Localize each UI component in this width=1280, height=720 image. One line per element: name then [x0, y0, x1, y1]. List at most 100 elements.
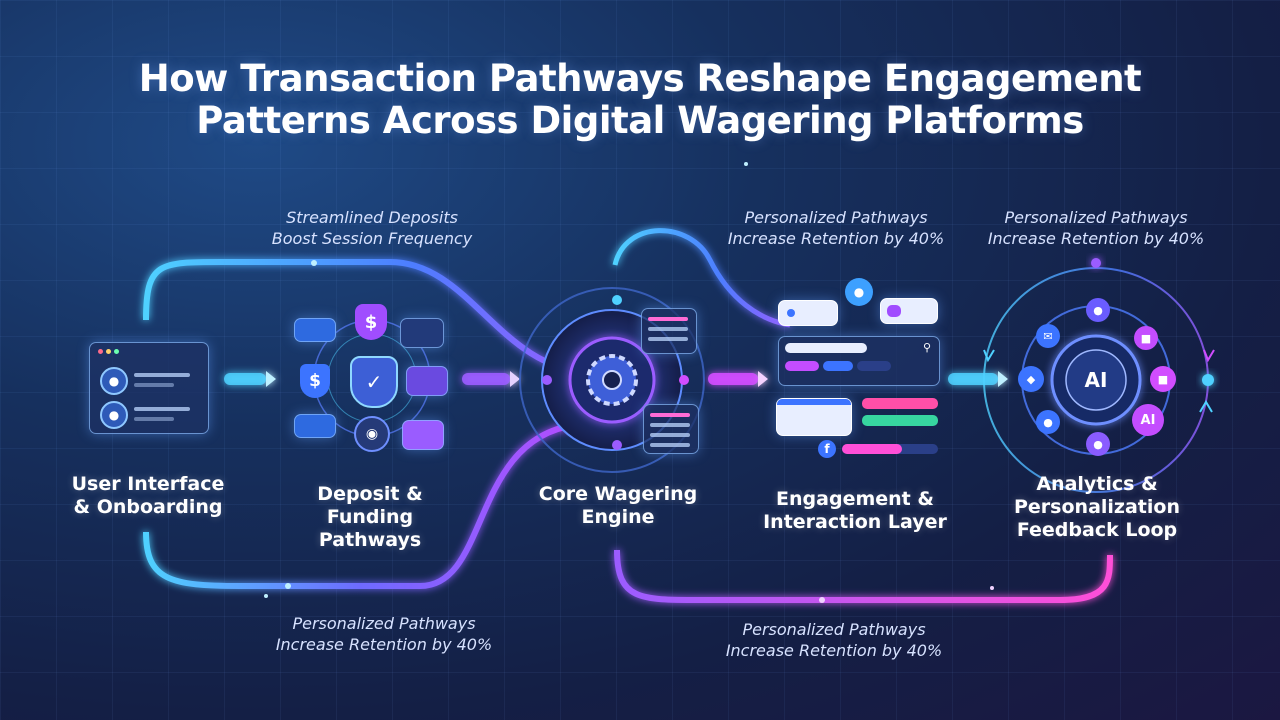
panel-line [650, 423, 690, 427]
wallet-icon [406, 366, 448, 396]
annotation-line: Increase Retention by 40% [987, 229, 1205, 248]
window-dot-yellow [106, 349, 111, 354]
engine-node-top [612, 295, 622, 305]
annotation-line: Increase Retention by 40% [725, 641, 943, 660]
engagement-dashboard: ⚲ [778, 336, 940, 386]
stage-label-line: Funding [326, 506, 414, 528]
flow-dot [990, 586, 994, 590]
stage-label-line: & Onboarding [73, 496, 223, 518]
analytics-top-node [1091, 258, 1101, 268]
flow-dot [264, 594, 268, 598]
engine-node-right [679, 375, 689, 385]
wallet-icon [402, 420, 444, 450]
stage-label-line: Engagement & [776, 488, 934, 510]
reaction-icon [887, 305, 901, 317]
panel-line [648, 317, 688, 321]
page-title-line-1: How Transaction Pathways Reshape Engagem… [138, 57, 1142, 100]
arrow-ui-to-deposit [224, 371, 276, 387]
page-title-line-2: Patterns Across Digital Wagering Platfor… [196, 99, 1084, 142]
annotation-retention-top-middle: Personalized Pathways Increase Retention… [706, 207, 966, 249]
analytics-icon-bot: ■ [1150, 366, 1176, 392]
annotation-line: Personalized Pathways [742, 620, 926, 639]
panel-line [648, 337, 688, 341]
keypad-icon [400, 318, 444, 348]
dollar-badge-icon: $ [300, 364, 330, 398]
flow-bottom-engine-to-analytics [614, 549, 1113, 603]
notification-card [776, 398, 852, 436]
engagement-progress-fill [842, 444, 902, 454]
annotation-retention-top-right: Personalized Pathways Increase Retention… [966, 207, 1226, 249]
panel-line [650, 413, 690, 417]
stage-label-deposit-funding: Deposit & Funding Pathways [282, 483, 458, 552]
profile-line [134, 407, 190, 411]
annotation-retention-bottom-left: Personalized Pathways Increase Retention… [254, 613, 514, 655]
tab-chip [823, 361, 853, 371]
annotation-line: Increase Retention by 40% [727, 229, 945, 248]
stage-label-ui-onboarding: User Interface & Onboarding [60, 473, 236, 519]
engagement-progress-bar [842, 444, 938, 454]
arrow-engine-to-engagement [708, 371, 768, 387]
annotation-retention-bottom-right: Personalized Pathways Increase Retention… [702, 619, 966, 661]
annotation-line: Boost Session Frequency [271, 229, 473, 248]
reaction-bubble [880, 298, 938, 324]
annotation-line: Personalized Pathways [292, 614, 476, 633]
analytics-arrow-right [1203, 349, 1215, 363]
profile-line [134, 373, 190, 377]
flow-dot [311, 260, 317, 266]
analytics-icon-person: ● [1036, 410, 1060, 434]
card-icon [294, 414, 336, 438]
flow-engine-up-loop [612, 228, 791, 328]
ai-core-label: AI [1084, 368, 1108, 392]
profile-line [134, 417, 174, 421]
annotation-line: Streamlined Deposits [286, 208, 458, 227]
user-avatar-icon: ● [100, 401, 128, 429]
stage-label-line: Personalization [1014, 496, 1180, 518]
arrow-deposit-to-engine [462, 371, 520, 387]
analytics-arrow-bottom [1199, 400, 1213, 413]
analytics-icon-user: ● [1086, 298, 1110, 322]
engagement-tag-pink [862, 398, 938, 409]
stage-label-line: Feedback Loop [1016, 519, 1178, 541]
analytics-icon-profile: ■ [1134, 326, 1158, 350]
stage-label-line: User Interface [71, 473, 225, 495]
gear-hub [602, 370, 622, 390]
stage-label-line: Deposit & [317, 483, 423, 505]
engine-outer-ring [519, 287, 705, 473]
stage-label-line: Core Wagering [538, 483, 698, 505]
panel-line [648, 327, 688, 331]
chat-bubble [778, 300, 838, 326]
social-icon: f [818, 440, 836, 458]
profile-line [134, 383, 174, 387]
user-notification-icon: ● [845, 278, 873, 306]
flow-dot [819, 597, 825, 603]
annotation-line: Personalized Pathways [744, 208, 928, 227]
user-avatar-icon: ● [100, 367, 128, 395]
tab-chip [857, 361, 891, 371]
analytics-icon-ai: AI [1132, 404, 1164, 436]
engine-node-bottom [612, 440, 622, 450]
analytics-icon-mail: ✉ [1036, 324, 1060, 348]
engine-node-left [542, 375, 552, 385]
dollar-shield-icon: $ [355, 304, 387, 340]
stage-label-core-engine: Core Wagering Engine [528, 483, 708, 529]
engine-panel-bottom [643, 404, 699, 454]
analytics-core [1065, 349, 1127, 411]
analytics-right-node [1202, 374, 1214, 386]
annotation-line: Personalized Pathways [1004, 208, 1188, 227]
shield-check-icon: ✓ [350, 356, 398, 408]
panel-line [650, 433, 690, 437]
flow-dot [285, 583, 291, 589]
analytics-icon-chat: ● [1086, 432, 1110, 456]
engine-panel-top [641, 308, 697, 354]
security-badge-icon: ◉ [354, 416, 390, 452]
tab-chip-active [785, 361, 819, 371]
chat-dot [787, 309, 795, 317]
window-dot-green [114, 349, 119, 354]
arrow-engagement-to-analytics [948, 371, 1008, 387]
annotation-line: Increase Retention by 40% [275, 635, 493, 654]
annotation-streamlined-deposits: Streamlined Deposits Boost Session Frequ… [242, 207, 502, 249]
card-icon [294, 318, 336, 342]
engagement-tag-green [862, 415, 938, 426]
analytics-icon-left: ◆ [1018, 366, 1044, 392]
stage-label-analytics-loop: Analytics & Personalization Feedback Loo… [1004, 473, 1190, 542]
